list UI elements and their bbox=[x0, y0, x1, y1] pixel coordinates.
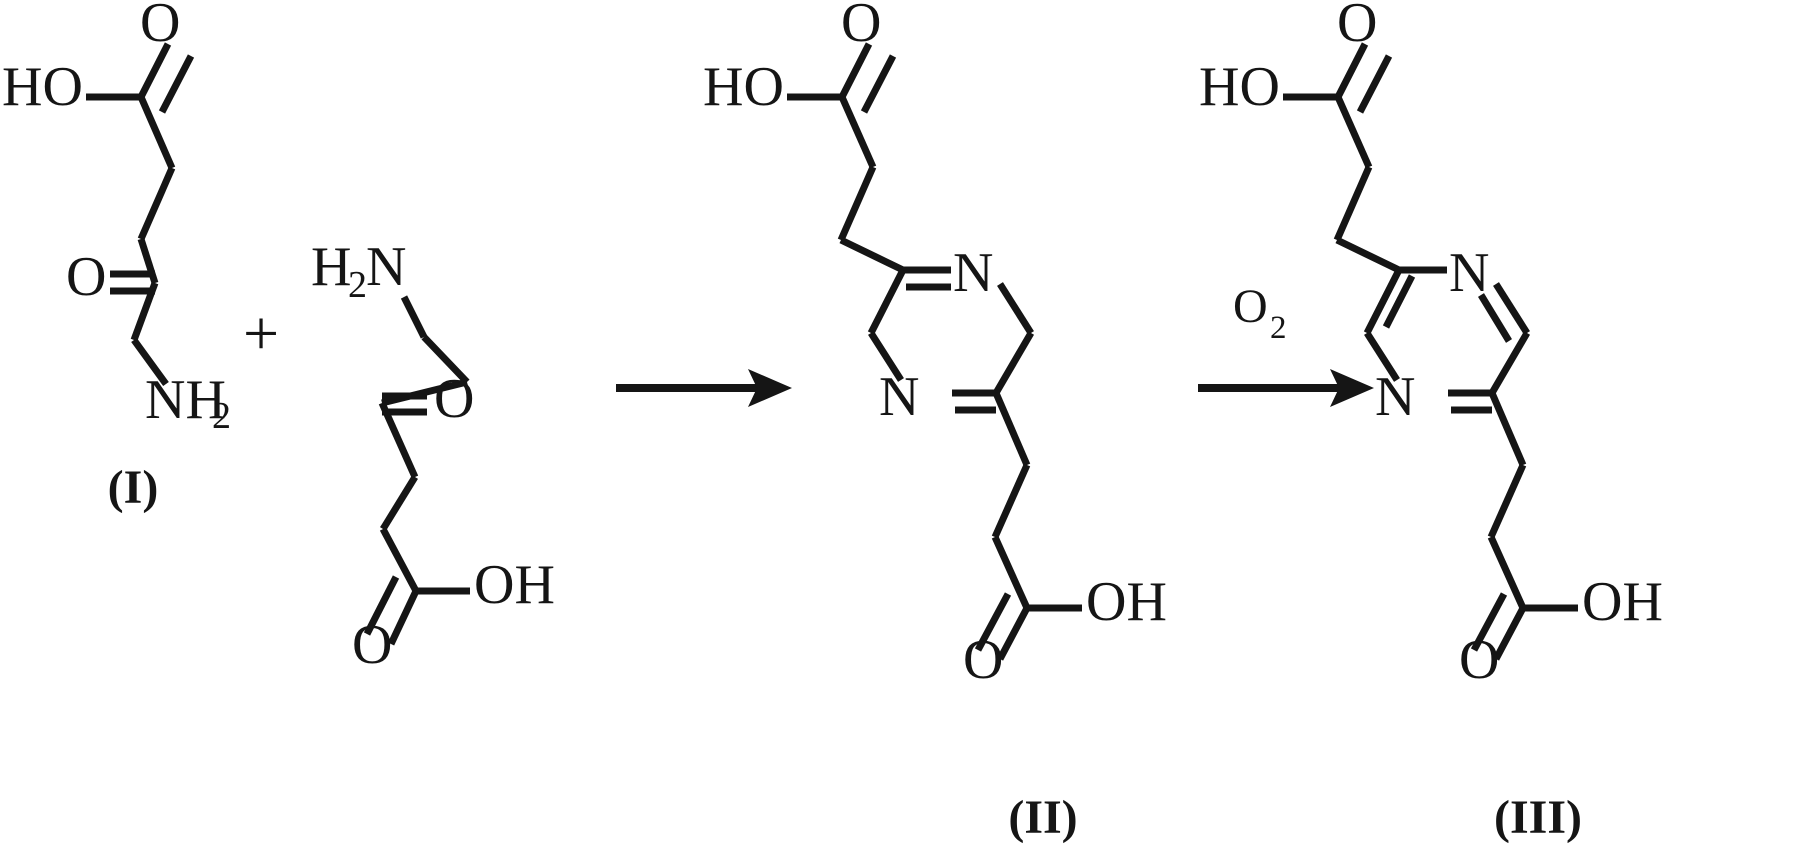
atom-label-carbonyl-oxygen: O bbox=[140, 0, 180, 54]
bond-p3-ring-n1-c6-a bbox=[1493, 282, 1530, 335]
bond-carbonyl-double-b bbox=[158, 54, 195, 114]
bond-p3-carbonyl-top-b bbox=[1356, 54, 1393, 114]
bond-p2-carbonyl-top-a bbox=[838, 42, 873, 99]
atom-label-p2-hydroxyl-top: HO bbox=[703, 56, 784, 118]
bond-p2-ring-c6-c5 bbox=[992, 331, 1035, 395]
compound-label-three: (III) bbox=[1494, 791, 1582, 844]
bond-p3-ring-c3-c2-a bbox=[1363, 268, 1403, 335]
bond-p2-chain-bot-1 bbox=[992, 391, 1031, 467]
bond-p3-chain-bot-1 bbox=[1488, 391, 1527, 467]
reagent-label-oxygen: O bbox=[1233, 280, 1268, 333]
atom-label-p3-hydroxyl-bottom: OH bbox=[1582, 571, 1663, 633]
arrow-one-head bbox=[748, 369, 792, 407]
bond-r2-chain-4 bbox=[380, 475, 418, 531]
atom-label-p2-carbonyl-oxygen-bottom: O bbox=[963, 629, 1003, 691]
bond-p3-chain-top-3 bbox=[1335, 236, 1401, 274]
bond-r2-chain-3 bbox=[378, 401, 419, 479]
bond-p3-chain-top-1 bbox=[1334, 95, 1373, 169]
bond-r2-chain-5 bbox=[379, 527, 420, 593]
structure-reactant-one: HO O O NH 2 (I) bbox=[2, 0, 231, 514]
bond-p2-carbonyl-bot-a bbox=[996, 606, 1031, 661]
atom-label-r2-amine-n: N bbox=[366, 236, 406, 298]
bond-p2-carbonyl-bot-b bbox=[974, 592, 1012, 652]
compound-label-two: (II) bbox=[1008, 791, 1077, 844]
compound-label-one: (I) bbox=[108, 461, 159, 514]
reaction-arrow-one bbox=[616, 369, 792, 407]
atom-label-r2-amine-h: H bbox=[311, 236, 351, 298]
atom-label-r2-amine-subscript: 2 bbox=[348, 264, 367, 306]
atom-label-hydroxyl: HO bbox=[2, 56, 83, 118]
bond-p3-ring-c3-c2-b bbox=[1382, 274, 1416, 329]
bond-p3-chain-bot-3 bbox=[1487, 535, 1527, 610]
atom-label-p2-ring-nitrogen-bottom: N bbox=[879, 366, 919, 428]
atom-label-p2-carbonyl-oxygen-top: O bbox=[841, 0, 881, 54]
plus-sign: + bbox=[243, 298, 279, 369]
reagent-label-oxygen-subscript: 2 bbox=[1270, 310, 1287, 346]
atom-label-p3-carbonyl-oxygen-top: O bbox=[1337, 0, 1377, 54]
atom-label-p3-ring-nitrogen-top: N bbox=[1449, 242, 1489, 304]
bond-p3-chain-top-2 bbox=[1333, 165, 1373, 242]
bond-p3-carbonyl-top-a bbox=[1334, 42, 1369, 99]
bond-r2-n-to-ch2 bbox=[400, 295, 428, 339]
bond-p3-ring-c6-c5 bbox=[1488, 331, 1531, 395]
bond-carbonyl-double-a bbox=[137, 42, 172, 99]
atom-label-r2-hydroxyl: OH bbox=[474, 554, 555, 616]
bond-p2-chain-bot-2 bbox=[991, 463, 1031, 539]
atom-label-p3-ring-nitrogen-bottom: N bbox=[1375, 366, 1415, 428]
bond-chain-4 bbox=[130, 281, 159, 342]
structure-product-three: HO O N N OH O (III) bbox=[1199, 0, 1663, 844]
reaction-arrow-two: O 2 bbox=[1198, 280, 1374, 407]
atom-label-p2-hydroxyl-bottom: OH bbox=[1086, 571, 1167, 633]
bond-r2-carbonyl-double-a bbox=[387, 589, 420, 646]
atom-label-r2-ketone-oxygen: O bbox=[434, 368, 474, 430]
bond-chain-5 bbox=[131, 337, 169, 387]
bond-p3-carbonyl-bot-a bbox=[1492, 606, 1527, 661]
bond-r2-carbonyl-double-b bbox=[363, 575, 400, 636]
bond-p2-chain-top-2 bbox=[837, 165, 877, 242]
bond-r2-chain-1 bbox=[421, 334, 470, 385]
bond-p2-chain-bot-3 bbox=[991, 535, 1031, 610]
bond-p2-ring-c3-c2 bbox=[867, 268, 907, 335]
bond-p3-ring-n4-c3 bbox=[1364, 331, 1400, 382]
bond-chain-2 bbox=[137, 166, 176, 241]
bond-p3-chain-bot-2 bbox=[1487, 463, 1527, 539]
bond-chain-1 bbox=[137, 95, 176, 170]
bond-p2-ring-n1-c6 bbox=[997, 282, 1034, 335]
bond-p2-ring-n4-c3 bbox=[868, 331, 904, 382]
bond-p2-carbonyl-top-b bbox=[860, 54, 897, 114]
structure-product-two: HO O N N OH O (II) bbox=[703, 0, 1167, 844]
bond-p3-ring-n1-c6-b bbox=[1478, 293, 1512, 343]
atom-label-ketone-oxygen: O bbox=[66, 246, 106, 308]
atom-label-p3-hydroxyl-top: HO bbox=[1199, 56, 1280, 118]
arrow-two-head bbox=[1330, 369, 1374, 407]
atom-label-r2-carbonyl-oxygen: O bbox=[352, 614, 392, 676]
bond-p3-carbonyl-bot-b bbox=[1470, 592, 1508, 652]
bond-p2-chain-top-1 bbox=[838, 95, 877, 169]
atom-label-p2-ring-nitrogen-top: N bbox=[953, 242, 993, 304]
atom-label-p3-carbonyl-oxygen-bottom: O bbox=[1459, 629, 1499, 691]
atom-label-amine-subscript: 2 bbox=[212, 395, 231, 437]
bond-p2-chain-top-3 bbox=[839, 236, 905, 274]
structure-reactant-two: H 2 N O OH O bbox=[311, 236, 555, 676]
atom-label-amine: NH bbox=[145, 369, 226, 431]
